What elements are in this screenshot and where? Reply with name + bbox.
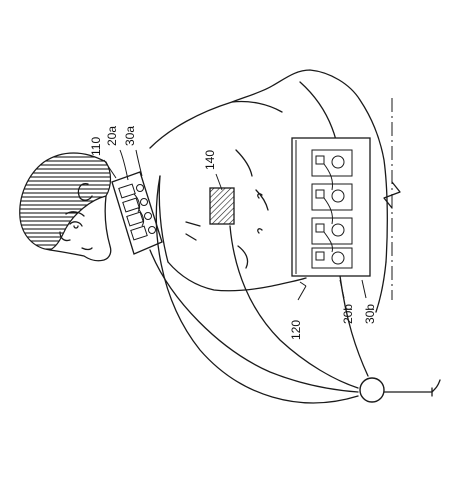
navel-mark (237, 245, 249, 269)
cable-neck (149, 249, 359, 393)
neck-electrode-20a (118, 183, 156, 241)
neck-device (111, 171, 163, 255)
label-20b: 20b (341, 304, 355, 324)
torso (149, 69, 388, 313)
reference-labels: 110 20a 30a 140 120 20b 30b (89, 126, 377, 340)
face-outline (49, 195, 112, 262)
label-20a: 20a (105, 126, 119, 146)
label-120: 120 (289, 320, 303, 340)
cable-out-wave (431, 379, 441, 393)
cable-out (383, 387, 433, 397)
eye (69, 221, 83, 229)
mouth (81, 247, 93, 251)
pectoral-crease (255, 189, 269, 211)
torso-waist-outline (167, 261, 307, 292)
label-110: 110 (89, 137, 103, 156)
ear (77, 183, 93, 201)
belt-band-30b (291, 137, 371, 277)
nipple-mark-upper (257, 193, 263, 199)
torso-upper-contour (231, 100, 283, 113)
cables (149, 175, 441, 404)
label-30b: 30b (363, 304, 377, 324)
eyebrow (65, 211, 85, 217)
belt-device (291, 137, 371, 277)
leader-lines (103, 149, 367, 301)
chest-unit (209, 187, 235, 225)
hair (19, 152, 112, 251)
label-140: 140 (203, 150, 217, 170)
torso-side-outline (158, 175, 169, 263)
belt-electrode-20b (311, 149, 353, 269)
label-30a: 30a (123, 126, 137, 146)
connector-hub (359, 377, 385, 403)
nipple-mark-lower (257, 228, 263, 234)
torso-back-outline (299, 81, 337, 141)
break-line (383, 98, 401, 300)
chest-unit-140 (209, 187, 235, 225)
cable-long-left (155, 175, 359, 404)
nose (59, 231, 71, 242)
shoulder-crease (235, 149, 253, 177)
head (19, 152, 112, 262)
torso-lower-outline (375, 261, 387, 313)
sternum-line (185, 221, 201, 241)
cable-belt (339, 275, 369, 377)
cable-chest (229, 225, 359, 389)
